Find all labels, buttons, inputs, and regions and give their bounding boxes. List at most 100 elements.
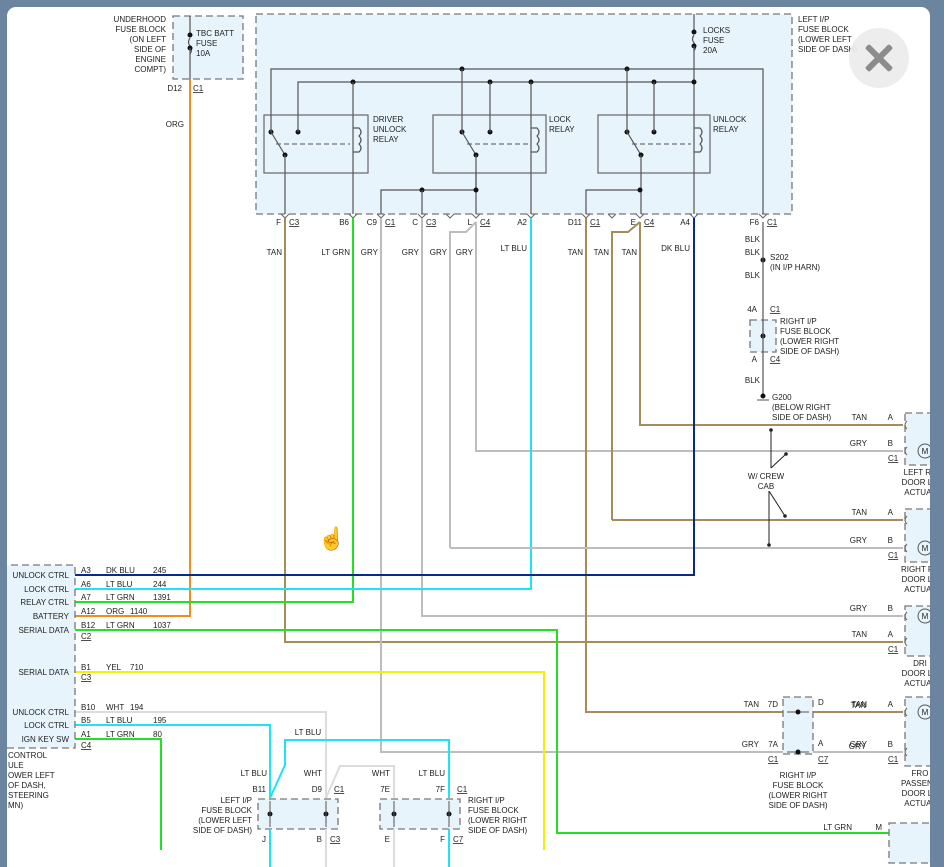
relay-label: RELAY [713,125,739,134]
conn-label: C1 [590,218,601,227]
close-button[interactable] [849,28,909,88]
right-ip-block-label: RIGHT I/P [780,317,817,326]
actuator-label: PASSENG [901,779,930,788]
fuse-icon [691,34,697,52]
pin-label: A [888,700,894,709]
actuator-label: ACTUAT [904,799,930,808]
wire-color-label: LT BLU [106,580,133,589]
wire-color-label: LT BLU [106,716,133,725]
pin-label: D11 [568,218,583,227]
conn-label: C4 [81,741,92,750]
splice-dot [187,32,193,38]
actuator-label: DOOR LO [902,789,930,798]
tan-wire-driver [284,218,903,643]
pin-label: M [875,823,882,832]
internal-wire [270,68,764,214]
underhood-label: ENGINE [135,55,166,64]
s202-label: (IN I/P HARN) [770,263,820,272]
wire-color-label: DK BLU [106,566,135,575]
control-module-label: ULE [8,761,24,770]
pin-function-label: RELAY CTRL [20,598,69,607]
wire-color-label: DK BLU [661,244,690,253]
underhood-label: SIDE OF [134,45,166,54]
circuit-number: 710 [130,663,144,672]
right-ip-block-bottom-label: FUSE BLOCK [468,806,519,815]
wire-color-label: LT GRN [106,730,135,739]
underhood-label: COMPT) [134,65,166,74]
pin-function-label: SERIAL DATA [18,626,69,635]
pin-label: 7D [768,700,778,709]
wire-color-label: BLK [745,271,761,280]
wire-color-label: GRY [430,248,448,257]
wire-color-label: GRY [849,742,867,751]
circuit-number: 1037 [153,621,171,630]
conn-label: C7 [818,755,829,764]
pin-label: B11 [252,785,266,794]
arrow-head-icon [767,543,771,547]
wire-color-label: TAN [852,413,868,422]
relay-label: RELAY [373,135,399,144]
pin-label: A [752,355,758,364]
splice-dot [795,749,801,755]
splice-dot [637,187,643,193]
connector-icon [471,213,481,219]
actuator-label: ACTUAT [904,585,930,594]
conn-label: C1 [888,645,899,654]
locks-fuse-label: FUSE [703,36,724,45]
connector-icon [904,637,908,647]
connector-icon [904,611,908,621]
control-module-label: OF DASH, [8,781,46,790]
pin-function-label: SERIAL DATA [18,668,69,677]
pin-label: B12 [81,621,96,630]
wire-color-label: WHT [106,703,124,712]
control-module [7,564,76,749]
pin-function-label: LOCK CTRL [24,585,69,594]
underhood-label: UNDERHOOD [114,15,167,24]
left-ip-block-bottom-label: LEFT I/P [221,796,252,805]
pin-function-label: UNLOCK CTRL [13,571,70,580]
right-ip-block-label: SIDE OF DASH) [780,347,839,356]
pin-label: B1 [81,663,91,672]
wire-color-label: LT GRN [106,621,135,630]
wire-color-label: GRY [850,439,868,448]
actuator-label: DOOR LO [902,478,930,487]
wire-color-label: YEL [106,663,122,672]
splice-dot [795,709,801,715]
ltblu-wire-lock [75,218,532,590]
pin-label: D [818,698,824,707]
circuit-number: 244 [153,580,167,589]
relay-label: UNLOCK [373,125,407,134]
door-lock-actuator-1 [904,412,930,466]
arrow-head-icon [769,428,773,432]
wire-color-label: BLK [745,376,761,385]
ltblu-wire-b11 [269,739,450,799]
right-ip-block-label: (LOWER RIGHT [780,337,839,346]
actuator-label: LEFT RE [904,468,930,477]
pin-label: A3 [81,566,91,575]
gry-wire-rr [449,221,477,548]
pin-label: F6 [750,218,760,227]
wire-color-label: GRY [456,248,474,257]
pin-function-label: IGN KEY SW [22,735,70,744]
connector-icon [904,515,908,525]
actuator-label: FRO [912,769,929,778]
wire-color-label: LT GRN [106,593,135,602]
wire-color-label: GRY [402,248,420,257]
actuator-label: DRI [913,659,927,668]
motor-icon [917,704,930,720]
tan-wire-passenger [585,218,783,713]
wire-color-label: TAN [594,248,610,257]
connector-icon [904,707,908,717]
right-ip-block-label: FUSE BLOCK [780,327,831,336]
relay-label: LOCK [549,115,571,124]
left-ip-fuse-block [255,13,793,215]
splice-dot [691,29,697,35]
conn-label: C3 [81,673,92,682]
actuator-label: RIGHT RE [901,565,930,574]
pin-label: A4 [680,218,690,227]
internal-wire [380,172,477,214]
pin-label: B6 [339,218,349,227]
wire-color-label: LT BLU [295,728,322,737]
arrow-head-icon [783,514,787,518]
